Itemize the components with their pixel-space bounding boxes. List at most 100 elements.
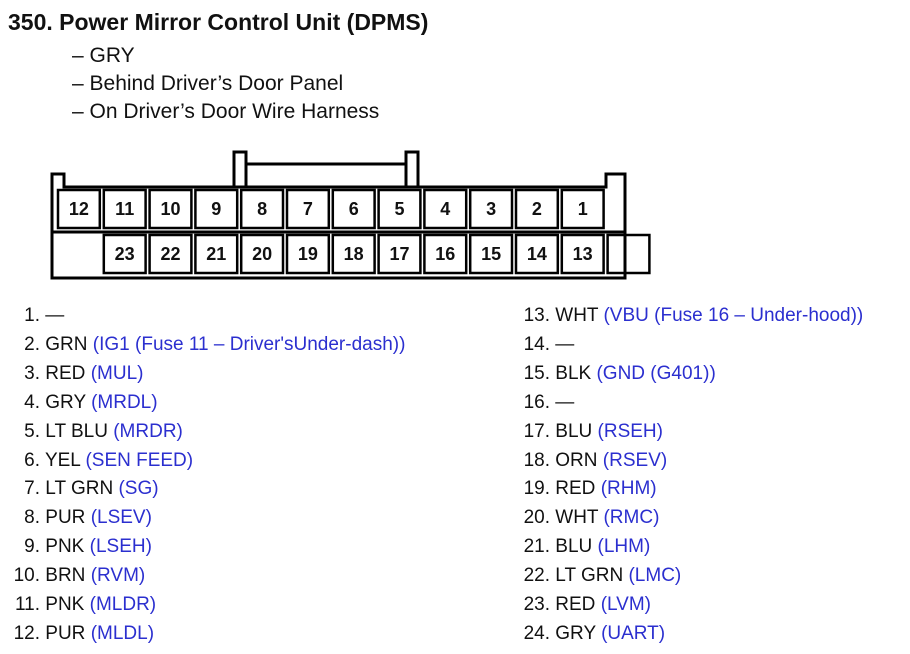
pin-number: 9. (24, 536, 40, 558)
wire-color: GRY (555, 622, 596, 644)
pin-entry: 18. ORN (RSEV) (502, 449, 668, 472)
wire-color: GRY (45, 391, 86, 413)
pin-number: 13. (523, 305, 550, 326)
wire-color: PUR (45, 507, 86, 529)
signal-name: (VBU (Fuse 16 – Under-hood)) (603, 305, 864, 326)
pin-cavity-2-box (514, 188, 560, 230)
page-title: 350. Power Mirror Control Unit (DPMS) (8, 9, 429, 35)
pin-entry: 24. GRY (UART) (502, 622, 666, 645)
wire-color: — (45, 305, 65, 326)
pin-cavity-17-label: 16 (435, 244, 455, 264)
signal-name: (SG) (118, 478, 159, 500)
pin-entry: 11. PNK (MLDR) (0, 594, 156, 616)
wire-color: RED (555, 594, 596, 615)
pin-cavity-23-box (148, 233, 193, 275)
pin-cavity-10-box (148, 188, 193, 230)
pin-number: 21. (523, 536, 550, 558)
pin-entry: 14. — (502, 333, 575, 356)
pin-cavity-19-box (331, 233, 376, 275)
wire-color: GRN (45, 333, 88, 355)
pin-cavity-20-label: 19 (298, 244, 318, 264)
pin-cavity-18-label: 17 (389, 244, 409, 264)
pin-cavity-5-label: 5 (394, 199, 404, 219)
pin-cavity-22-label: 21 (206, 244, 226, 264)
wire-color: LT GRN (555, 565, 624, 587)
pin-number: 11. (14, 594, 40, 615)
wire-color: RED (45, 362, 86, 384)
pin-cavity-7-box (285, 188, 331, 230)
pin-cavity-23-label: 22 (160, 244, 180, 264)
pin-number: 4. (24, 391, 40, 413)
connector-outline (50, 172, 627, 280)
wire-color: BLU (555, 536, 593, 558)
pin-number: 6. (24, 449, 40, 471)
signal-name: (LSEV) (90, 507, 152, 529)
wire-color: YEL (44, 449, 81, 471)
wire-color: ORN (555, 449, 598, 471)
pin-entry: 2. GRN (IG1 (Fuse 11 – Driver'sUnder-das… (0, 334, 405, 356)
pin-number: 1. (24, 305, 40, 326)
pin-cavity-21-label: 20 (252, 244, 272, 264)
pin-number: 14. (523, 333, 550, 355)
pin-number: 18. (523, 449, 550, 471)
pin-entry: 13. WHT (VBU (Fuse 16 – Under-hood)) (502, 305, 864, 327)
pin-number: 3. (24, 362, 40, 384)
wire-color: PNK (45, 594, 85, 615)
signal-name: (LSEH) (89, 536, 152, 558)
wire-color: PUR (45, 622, 86, 644)
pin-cavity-15-box (514, 233, 560, 275)
pin-cavity-22-box (194, 233, 239, 275)
pin-cavity-1-box (560, 188, 605, 230)
signal-name: (RSEH) (597, 420, 663, 442)
pin-number: 7. (24, 478, 40, 500)
pin-cavity-24-box (102, 233, 147, 275)
pin-entry: 7. LT GRN (SG) (0, 478, 159, 500)
pin-entry: 9. PNK (LSEH) (0, 536, 152, 558)
pin-cavity-7-label: 7 (303, 199, 313, 219)
pin-entry: 4. GRY (MRDL) (0, 391, 157, 414)
signal-name: (RMC) (603, 507, 660, 529)
pin-cavity-8-label: 8 (257, 199, 267, 219)
pin-cavity-11-box (102, 188, 147, 230)
pin-number: 2. (24, 333, 40, 355)
pin-cavity-8-box (239, 188, 285, 230)
pin-cavity-21-box (239, 233, 285, 275)
locking-tab (232, 150, 420, 187)
pin-entry: 5. LT BLU (MRDR) (0, 421, 183, 443)
pin-cavity-11-label: 11 (115, 199, 134, 219)
pin-cavity-12-box (56, 188, 102, 230)
signal-name: (IG1 (Fuse 11 – Driver'sUnder-dash)) (92, 333, 406, 355)
signal-name: (MLDL) (90, 622, 155, 644)
pin-entry: 1. — (0, 305, 64, 327)
signal-name: (RVM) (90, 565, 146, 587)
wire-color: BLK (555, 362, 592, 384)
pin-number: 5. (24, 420, 40, 442)
pin-cavity-20-box (285, 233, 331, 275)
connector-location: – Behind Driver’s Door Panel (72, 72, 344, 95)
wire-color: — (555, 391, 575, 413)
pin-cavity-16-box (468, 233, 514, 275)
pin-number: 20. (523, 507, 550, 529)
signal-name: (GND (G401)) (596, 362, 716, 384)
signal-name: (RSEV) (602, 449, 668, 471)
signal-name: (LMC) (628, 565, 682, 587)
pin-number: 23. (523, 594, 550, 615)
signal-name: (SEN FEED) (85, 449, 194, 471)
pin-entry: 8. PUR (LSEV) (0, 507, 152, 529)
signal-name: (LVM) (600, 594, 651, 615)
wire-color: LT GRN (45, 478, 114, 500)
pin-number: 8. (24, 507, 40, 529)
pin-cavity-17-box (423, 233, 468, 275)
pin-cavity-24-label: 23 (115, 244, 135, 264)
pin-entry: 22. LT GRN (LMC) (502, 565, 682, 587)
pin-cavity-12-label: 12 (69, 199, 89, 219)
pin-cavity-13-box (606, 233, 651, 275)
wire-color: BRN (45, 565, 86, 587)
pin-number: 22. (523, 565, 550, 587)
pin-entry: 16. — (502, 391, 575, 414)
pin-cavity-6-box (331, 188, 376, 230)
pin-cavity-16-label: 15 (481, 244, 501, 264)
